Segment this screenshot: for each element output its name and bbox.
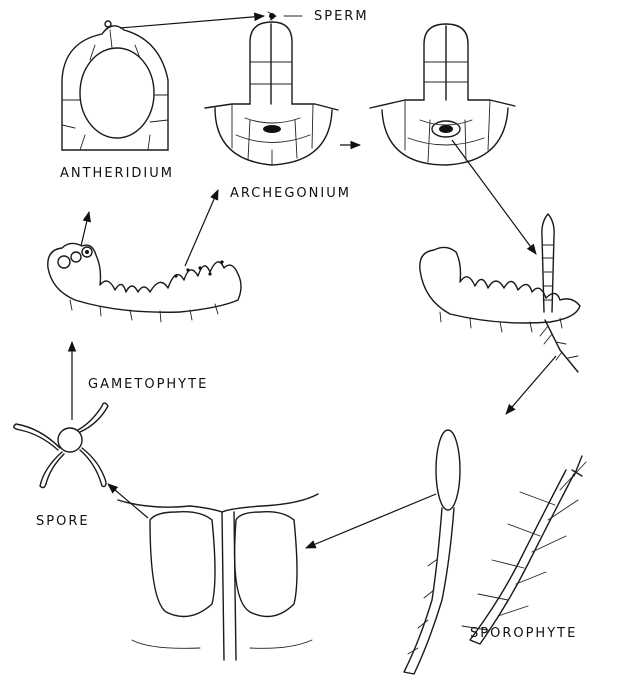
spore-drawing — [14, 403, 108, 488]
cycle-arrows — [72, 16, 556, 548]
arrow-zygote-to-sporophyte — [452, 140, 536, 254]
gametophyte-left-drawing — [48, 243, 241, 322]
antheridium-drawing — [62, 21, 168, 150]
archegonium-right-drawing — [370, 24, 515, 165]
label-spore: SPORE — [36, 514, 90, 529]
arrow-to-spore — [108, 484, 148, 518]
label-antheridium: ANTHERIDIUM — [60, 166, 174, 181]
arrow-to-antheridium — [81, 212, 89, 246]
label-sporophyte: SPOROPHYTE — [470, 626, 577, 641]
label-archegonium: ARCHEGONIUM — [230, 186, 351, 201]
label-gametophyte: GAMETOPHYTE — [88, 377, 208, 392]
sperm-drawing — [268, 12, 302, 20]
archegonium-left-drawing — [205, 22, 338, 165]
arrow-antheridium-to-sperm — [120, 16, 264, 28]
sporangia-drawing — [118, 494, 318, 660]
label-sperm: SPERM — [314, 9, 369, 24]
arrow-to-sporangia — [306, 494, 436, 548]
arrow-to-archegonium — [185, 190, 218, 266]
gametophyte-right-drawing — [420, 214, 580, 372]
arrow-to-mature-sporophyte — [506, 356, 556, 414]
